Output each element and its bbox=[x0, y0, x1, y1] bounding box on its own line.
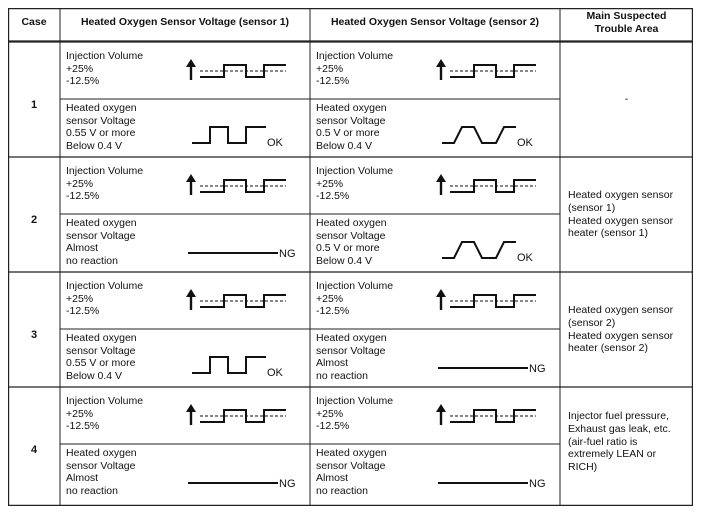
header-trouble-area: Main Suspected Trouble Area bbox=[586, 10, 667, 35]
injection-wave-sensor1 bbox=[186, 59, 286, 80]
injection-volume-text: Injection Volume +25% -12.5% bbox=[316, 50, 394, 88]
sensor2-response-wave: NG bbox=[438, 478, 546, 490]
arrow-head-icon bbox=[186, 59, 196, 67]
sensor1-voltage-text: Heated oxygen sensor Voltage 0.55 V or m… bbox=[66, 102, 137, 152]
result-label: NG bbox=[279, 478, 296, 490]
arrow-head-icon bbox=[186, 174, 196, 182]
injection-volume-text: Injection Volume +25% -12.5% bbox=[66, 280, 144, 318]
arrow-head-icon bbox=[186, 404, 196, 412]
sensor2-voltage-text: Heated oxygen sensor Voltage 0.5 V or mo… bbox=[316, 217, 387, 267]
injection-volume-text: Injection Volume +25% -12.5% bbox=[66, 165, 144, 203]
case-number: 2 bbox=[30, 214, 38, 226]
sensor1-response-wave: OK bbox=[192, 126, 284, 149]
sensor2-voltage-text: Heated oxygen sensor Voltage 0.5 V or mo… bbox=[316, 102, 387, 152]
arrow-head-icon bbox=[436, 404, 446, 412]
sensor1-voltage-text: Heated oxygen sensor Voltage Almost no r… bbox=[66, 217, 137, 267]
sensor2-response-wave: OK bbox=[442, 241, 534, 264]
injection-wave-sensor2 bbox=[436, 404, 536, 425]
injection-wave-sensor1 bbox=[186, 404, 286, 425]
sensor1-voltage-text: Heated oxygen sensor Voltage 0.55 V or m… bbox=[66, 332, 137, 382]
injection-volume-text: Injection Volume +25% -12.5% bbox=[66, 50, 144, 88]
case-number: 4 bbox=[30, 444, 38, 456]
sensor2-voltage-text: Heated oxygen sensor Voltage Almost no r… bbox=[316, 447, 387, 497]
sensor2-response-wave: OK bbox=[442, 126, 534, 149]
injection-volume-text: Injection Volume +25% -12.5% bbox=[316, 395, 394, 433]
injection-wave-sensor2 bbox=[436, 59, 536, 80]
result-label: OK bbox=[517, 137, 534, 149]
result-label: NG bbox=[529, 363, 546, 375]
result-label: OK bbox=[517, 252, 534, 264]
trouble-area-text: - bbox=[624, 93, 629, 105]
sensor1-response-wave: OK bbox=[192, 356, 284, 379]
injection-volume-text: Injection Volume +25% -12.5% bbox=[316, 165, 394, 203]
injection-wave-sensor1 bbox=[186, 289, 286, 310]
trouble-area-text: Heated oxygen sensor (sensor 1) Heated o… bbox=[568, 189, 674, 240]
arrow-head-icon bbox=[436, 289, 446, 297]
injection-volume-text: Injection Volume +25% -12.5% bbox=[316, 280, 394, 318]
injection-wave-sensor2 bbox=[436, 289, 536, 310]
trouble-area-text: Injector fuel pressure, Exhaust gas leak… bbox=[568, 410, 671, 474]
arrow-head-icon bbox=[436, 174, 446, 182]
result-label: NG bbox=[279, 248, 296, 260]
sensor1-response-wave: NG bbox=[188, 478, 296, 490]
case-number: 3 bbox=[30, 329, 38, 341]
arrow-head-icon bbox=[436, 59, 446, 67]
header-case: Case bbox=[21, 16, 47, 28]
table-grid bbox=[8, 8, 693, 506]
trouble-area-text: Heated oxygen sensor (sensor 2) Heated o… bbox=[568, 304, 674, 355]
sensor1-voltage-text: Heated oxygen sensor Voltage Almost no r… bbox=[66, 447, 137, 497]
result-label: OK bbox=[267, 137, 284, 149]
injection-wave-sensor1 bbox=[186, 174, 286, 195]
result-label: NG bbox=[529, 478, 546, 490]
header-sensor2: Heated Oxygen Sensor Voltage (sensor 2) bbox=[330, 16, 540, 28]
case-number: 1 bbox=[30, 99, 38, 111]
injection-wave-sensor2 bbox=[436, 174, 536, 195]
injection-volume-text: Injection Volume +25% -12.5% bbox=[66, 395, 144, 433]
result-label: OK bbox=[267, 367, 284, 379]
header-sensor1: Heated Oxygen Sensor Voltage (sensor 1) bbox=[80, 16, 290, 28]
sensor1-response-wave: NG bbox=[188, 248, 296, 260]
sensor2-voltage-text: Heated oxygen sensor Voltage Almost no r… bbox=[316, 332, 387, 382]
arrow-head-icon bbox=[186, 289, 196, 297]
sensor2-response-wave: NG bbox=[438, 363, 546, 375]
